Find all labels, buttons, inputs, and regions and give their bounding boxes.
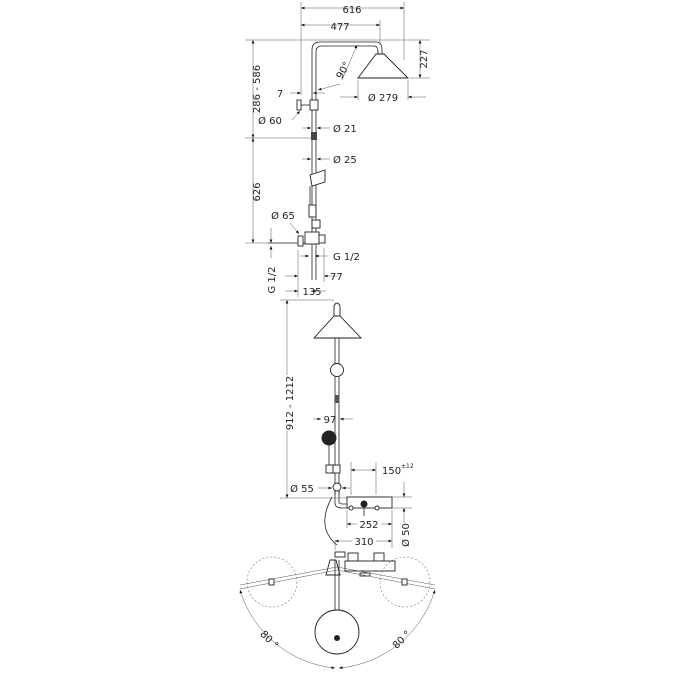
dim-227: 227 xyxy=(419,49,430,68)
wall-bracket-flange xyxy=(296,99,302,111)
pipe-joint-marker xyxy=(311,132,317,140)
angle-arc-left xyxy=(239,589,336,670)
dim-626: 626 xyxy=(252,182,263,201)
angle-arc-right xyxy=(338,589,436,670)
dim-d60: Ø 60 xyxy=(258,115,282,127)
pipe-joint-ring xyxy=(330,363,344,377)
dim-d65: Ø 65 xyxy=(271,210,295,222)
hand-shower-front xyxy=(321,430,337,446)
dim-616: 616 xyxy=(342,5,361,16)
valve-knob xyxy=(311,219,321,229)
dim-d50: Ø 50 xyxy=(400,523,412,547)
dim-d25: Ø 25 xyxy=(333,154,357,166)
hand-shower xyxy=(309,169,326,187)
thermostat-body xyxy=(346,496,393,509)
head-stem xyxy=(333,302,341,317)
dim-g12-right: G 1/2 xyxy=(333,252,360,263)
dim-135: 135 xyxy=(302,287,321,298)
dim-912-1212: 912 - 1212 xyxy=(285,376,296,431)
thermostat-knob-right xyxy=(373,552,385,562)
dim-150-tolerance: ±12 xyxy=(401,463,414,470)
dim-252: 252 xyxy=(359,520,378,531)
dim-d55: Ø 55 xyxy=(290,483,314,495)
overhead-shower-head-front xyxy=(312,315,363,339)
dim-angle-right: 80 ° xyxy=(391,629,414,652)
dim-7: 7 xyxy=(277,89,283,100)
diverter xyxy=(332,482,342,492)
thermostat-knob-left xyxy=(347,552,359,562)
mixer-body xyxy=(304,231,320,245)
dim-286-586: 286 - 586 xyxy=(252,65,263,113)
side-view: 616 477 227 90° Ø 279 7 286 - 586 Ø 60 Ø… xyxy=(245,2,430,298)
wall-bracket xyxy=(309,99,319,111)
dim-angle-90: 90° xyxy=(335,60,353,81)
dim-477: 477 xyxy=(330,22,349,33)
thermostat-top-view xyxy=(344,560,396,572)
riser-pipe xyxy=(311,41,383,280)
swivel-range-left xyxy=(246,556,298,608)
wall-flange xyxy=(297,235,304,247)
front-view: 80 ° 80 ° 912 - 1212 97 150 ±12 Ø 55 Ø 5… xyxy=(239,299,436,670)
dim-77: 77 xyxy=(330,272,343,283)
dim-97: 97 xyxy=(324,415,337,426)
dim-d21: Ø 21 xyxy=(333,123,357,135)
swivel-range-right xyxy=(379,556,431,608)
dim-angle-left: 80 ° xyxy=(257,629,280,652)
dim-310: 310 xyxy=(354,537,373,548)
dim-d279: Ø 279 xyxy=(368,92,398,104)
floor-flange xyxy=(314,609,360,655)
dim-g12-left: G 1/2 xyxy=(267,266,278,293)
overhead-shower-head xyxy=(357,53,410,79)
pipe-joint-marker xyxy=(334,395,340,403)
dim-150: 150 xyxy=(382,466,401,477)
